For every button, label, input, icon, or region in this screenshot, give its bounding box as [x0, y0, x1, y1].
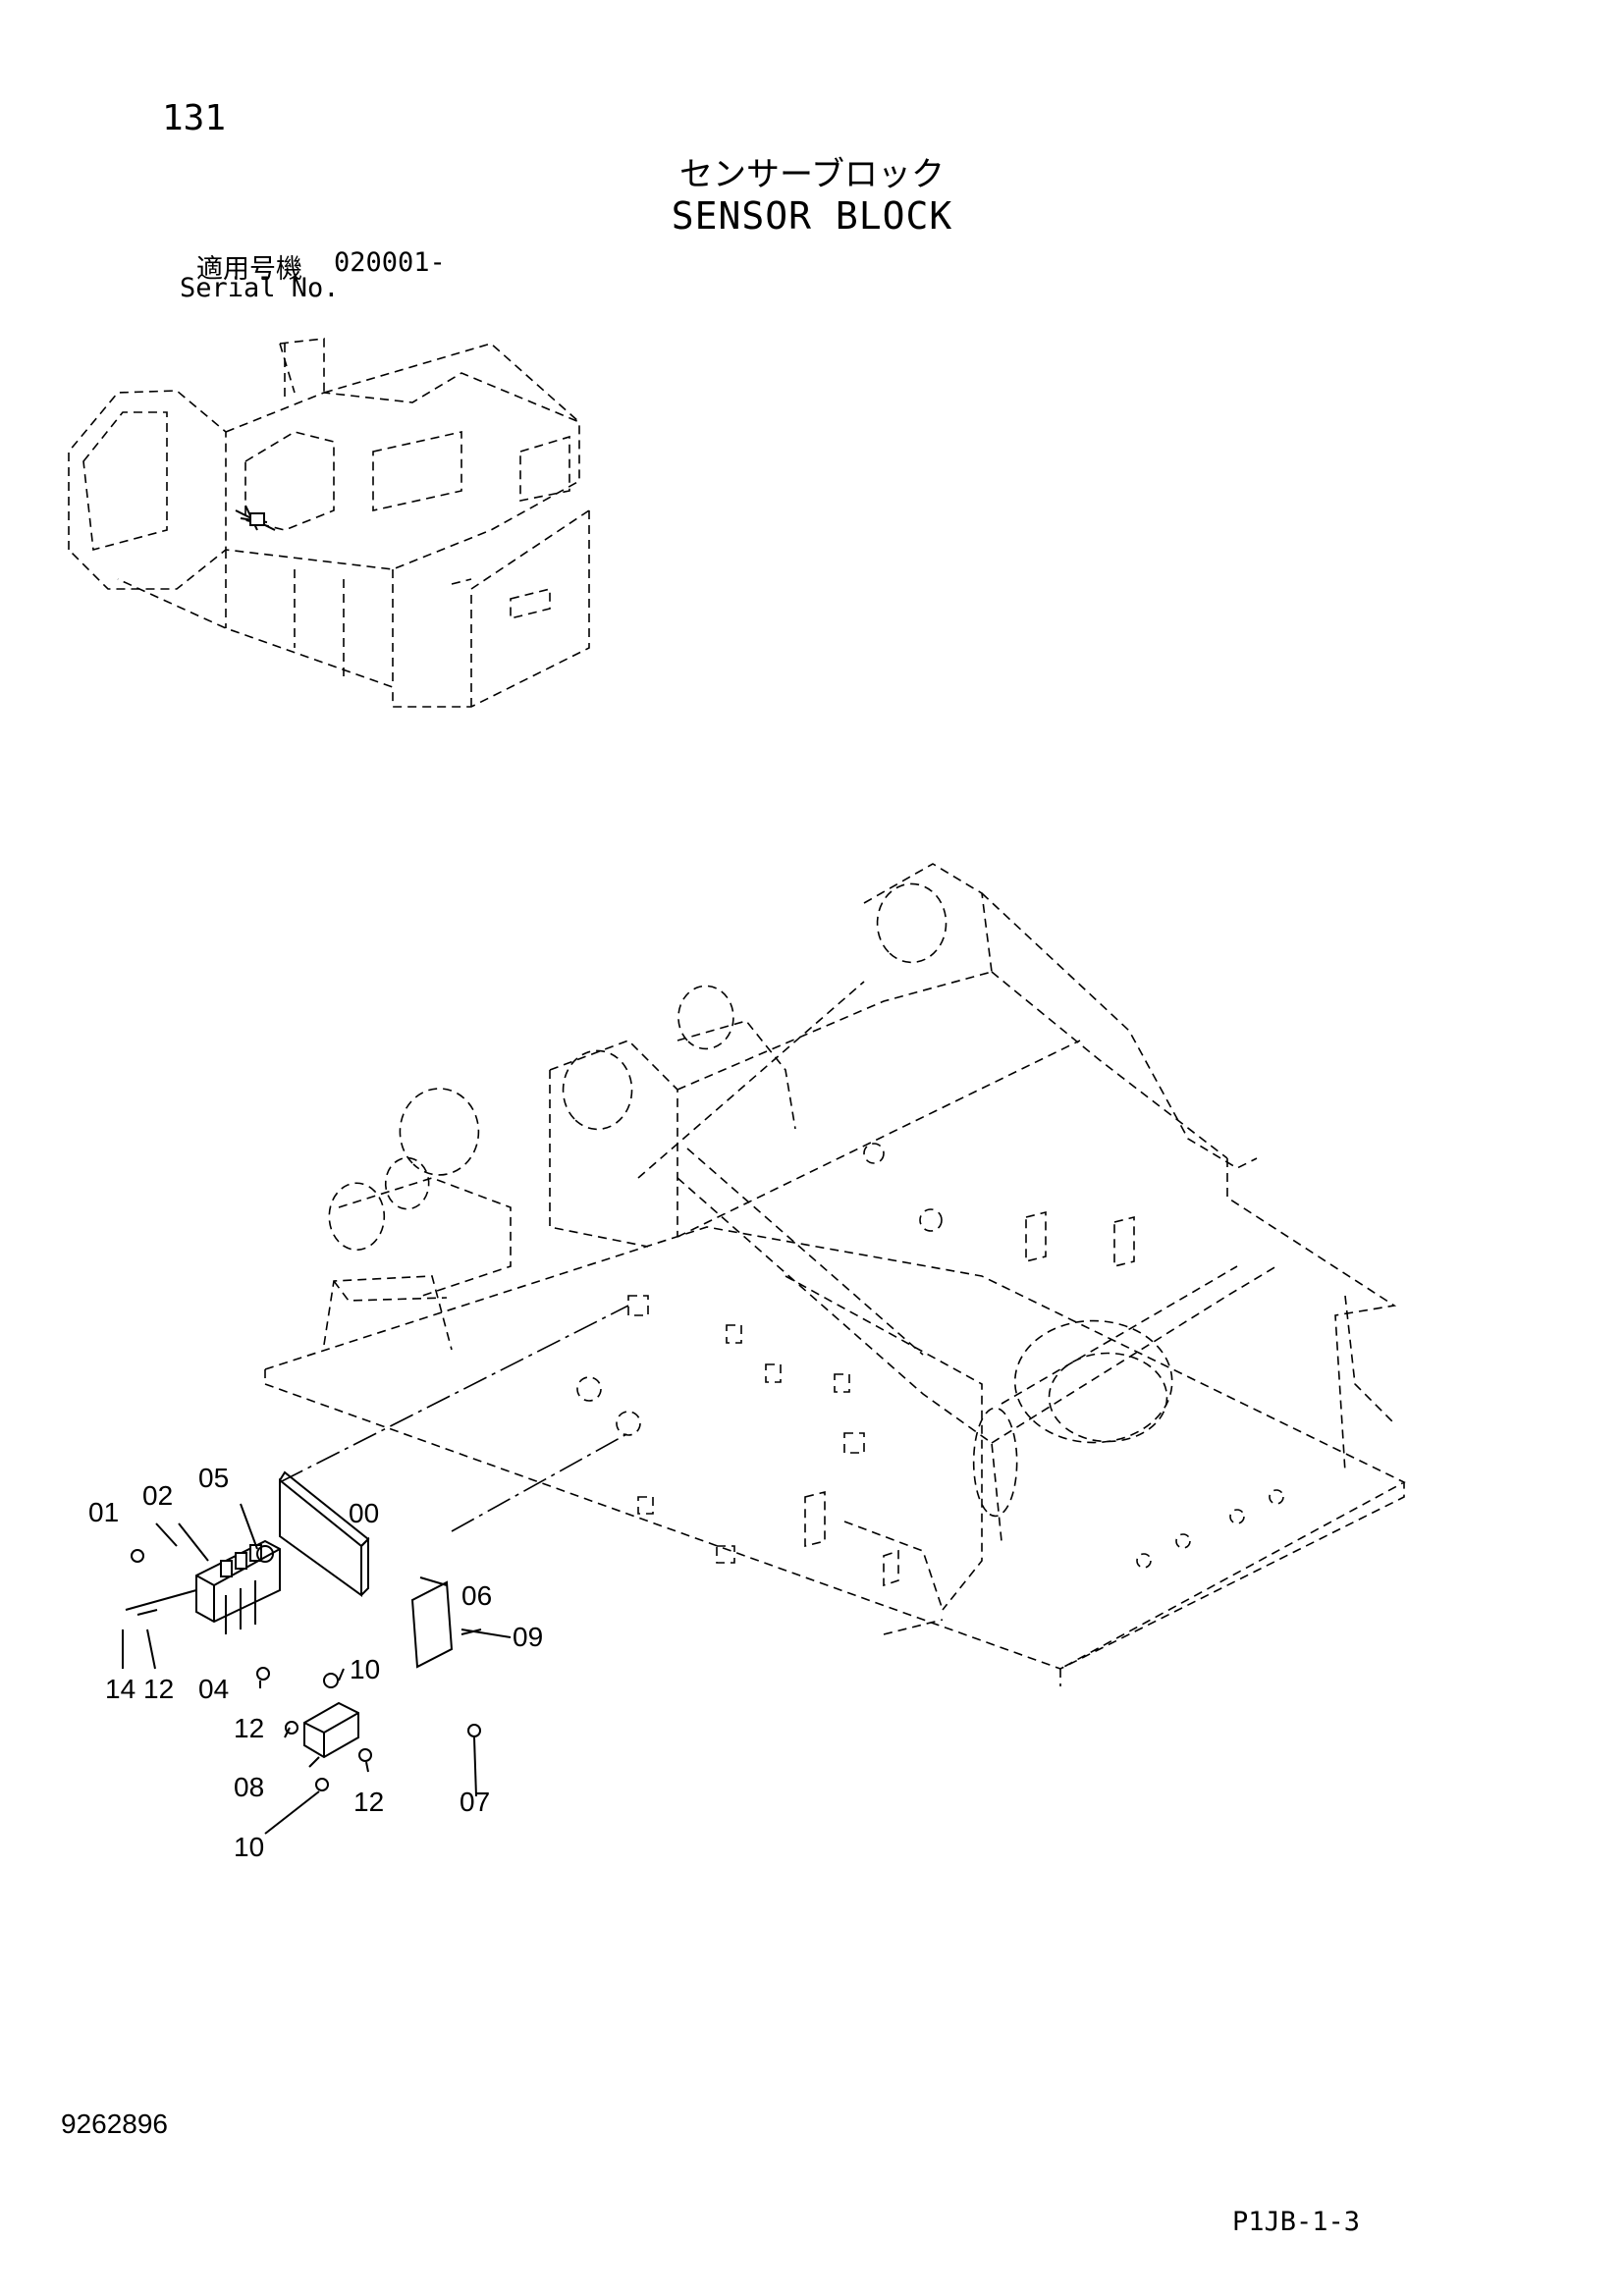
page-code: P1JB-1-3	[1232, 2207, 1361, 2237]
callout-10a: 10	[350, 1654, 381, 1684]
main-frame-drawing	[264, 863, 1406, 1686]
serial-label-en: Serial No.	[180, 273, 340, 303]
callout-10b: 10	[234, 1832, 265, 1862]
callout-05: 05	[198, 1463, 230, 1493]
diagram-title-en: SENSOR BLOCK	[671, 194, 953, 238]
document-number: 9262896	[61, 2109, 169, 2139]
callout-08: 08	[234, 1772, 265, 1802]
callout-00: 00	[349, 1498, 380, 1528]
callout-12c: 12	[353, 1787, 385, 1817]
page-number: 131	[162, 98, 227, 138]
callout-04: 04	[198, 1674, 230, 1704]
callout-12b: 12	[234, 1713, 265, 1743]
callout-09: 09	[513, 1622, 544, 1652]
callout-07: 07	[460, 1787, 491, 1817]
diagram-title-jp: センサーブロック	[679, 155, 945, 194]
callout-02: 02	[142, 1480, 174, 1511]
callout-01: 01	[88, 1497, 120, 1527]
sensor-block-assembly	[122, 1305, 629, 1835]
callout-06: 06	[461, 1580, 493, 1611]
serial-label-jp: 適用号機	[196, 254, 302, 285]
callout-12a: 12	[143, 1674, 175, 1704]
callout-14: 14	[105, 1674, 136, 1704]
excavator-overview-drawing	[68, 338, 590, 708]
serial-value: 020001-	[334, 247, 446, 278]
